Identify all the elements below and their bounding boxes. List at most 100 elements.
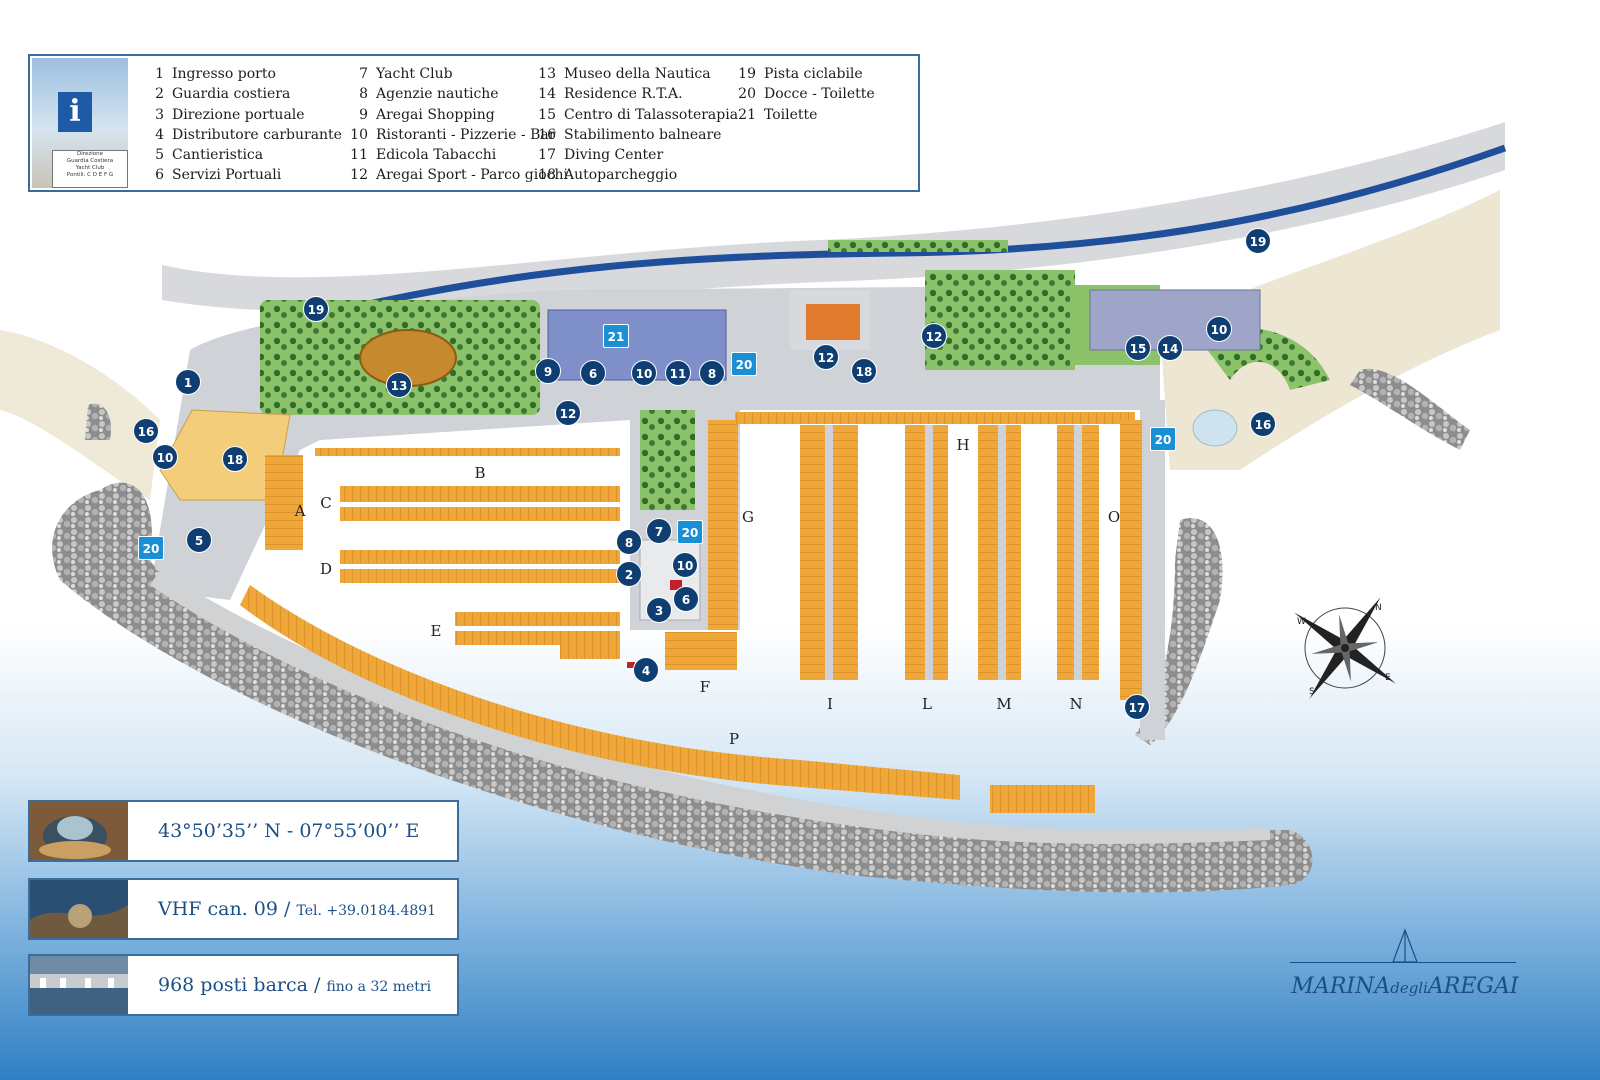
pier-m (978, 425, 1021, 680)
legend-item-number: 21 (738, 106, 756, 123)
compass-n: N (1375, 603, 1382, 613)
facility-marker[interactable]: 6 (673, 586, 699, 612)
legend-item-label: Ristoranti - Pizzerie - Bar (376, 126, 556, 143)
legend-item-number: 7 (359, 66, 368, 82)
facility-marker[interactable]: 14 (1157, 335, 1183, 361)
sign-line: Pontili: C D E F G (66, 172, 114, 178)
compass-s: S (1309, 687, 1315, 697)
facility-marker[interactable]: 19 (303, 296, 329, 322)
facility-marker[interactable]: 12 (555, 400, 581, 426)
facility-marker[interactable]: 5 (186, 527, 212, 553)
logo-part-degli: degli (1390, 979, 1428, 997)
pier-label-g: G (742, 508, 754, 526)
legend-item-label: Aregai Shopping (376, 106, 495, 123)
facility-marker-square[interactable]: 20 (1150, 427, 1176, 451)
marina-logo: MARINAdegliAREGAI (1290, 928, 1520, 1020)
legend-item-number: 11 (350, 147, 368, 164)
legend-item-label: Cantieristica (172, 147, 264, 164)
compass-photo (30, 802, 128, 860)
facility-marker[interactable]: 19 (1245, 228, 1271, 254)
vhf-bar: VHF can. 09 / Tel. +39.0184.4891 (28, 878, 459, 940)
facility-marker[interactable]: 10 (152, 444, 178, 470)
facility-marker-square[interactable]: 21 (603, 324, 629, 348)
service-point (670, 580, 682, 590)
facility-marker-square[interactable]: 20 (731, 352, 757, 376)
facility-marker[interactable]: 10 (1206, 316, 1232, 342)
facility-marker[interactable]: 9 (535, 358, 561, 384)
legend-item-label: Yacht Club (376, 66, 453, 82)
legend-item: 11 Edicola Tabacchi (340, 145, 568, 165)
legend-item-number: 15 (538, 106, 556, 123)
coordinates-text: 43°50’35’’ N - 07°55’00’’ E (158, 820, 420, 842)
pier-i (800, 425, 858, 680)
marina-photo (30, 956, 128, 1014)
facility-marker-square[interactable]: 20 (138, 536, 164, 560)
legend-item-label: Stabilimento balneare (564, 126, 722, 143)
facility-marker[interactable]: 18 (851, 358, 877, 384)
facility-marker[interactable]: 8 (699, 360, 725, 386)
pier-slips-p (240, 585, 960, 800)
legend-item-number: 19 (738, 66, 756, 82)
legend-item-label: Docce - Toilette (764, 86, 875, 103)
pier-label-l: L (922, 695, 932, 713)
facility-marker[interactable]: 16 (133, 418, 159, 444)
facility-marker[interactable]: 12 (921, 323, 947, 349)
legend-item-label: Museo della Nautica (564, 66, 711, 82)
vhf-channel: VHF can. 09 / (158, 898, 291, 920)
pier-slips-e3 (560, 645, 620, 659)
pier-label-i: I (827, 695, 833, 713)
east-quay (1140, 400, 1165, 740)
facility-marker[interactable]: 12 (813, 344, 839, 370)
compass-w: W (1297, 617, 1306, 627)
facility-marker[interactable]: 8 (616, 529, 642, 555)
beach-right (1160, 190, 1500, 470)
pier-slips-e (455, 612, 620, 626)
facility-marker[interactable]: 11 (665, 360, 691, 386)
facility-marker[interactable]: 15 (1125, 335, 1151, 361)
breakwater-road (150, 570, 1270, 844)
facility-marker[interactable]: 4 (633, 657, 659, 683)
legend-item-label: Agenzie nautiche (376, 86, 499, 103)
legend-item-label: Direzione portuale (172, 106, 305, 123)
legend-item: 16 Stabilimento balneare (530, 125, 738, 145)
facility-marker[interactable]: 16 (1250, 411, 1276, 437)
legend-item-label: Pista ciclabile (764, 66, 863, 82)
green-area (925, 270, 1075, 370)
facility-marker[interactable]: 10 (631, 360, 657, 386)
beach-left (0, 330, 160, 500)
rope-photo (30, 880, 128, 938)
facility-marker[interactable]: 10 (672, 552, 698, 578)
facility-marker[interactable]: 6 (580, 360, 606, 386)
legend-item-number: 20 (738, 86, 756, 103)
facility-marker[interactable]: 13 (386, 372, 412, 398)
legend-item: 7 Yacht Club (340, 64, 568, 84)
green-area (640, 410, 695, 510)
pier-label-m: M (996, 695, 1012, 713)
pier-label-c: C (320, 494, 332, 512)
tennis-court (806, 304, 860, 340)
facility-marker-square[interactable]: 20 (677, 520, 703, 544)
facility-marker[interactable]: 2 (616, 561, 642, 587)
pier-l (905, 425, 948, 680)
facility-marker[interactable]: 3 (646, 597, 672, 623)
facility-marker[interactable]: 1 (175, 369, 201, 395)
logo-rule (1290, 962, 1516, 963)
facility-marker[interactable]: 17 (1124, 694, 1150, 720)
legend-photo: i Direzione Guardia Costiera Yacht Club … (32, 58, 128, 188)
facility-marker[interactable]: 7 (646, 518, 672, 544)
facility-marker[interactable]: 18 (222, 446, 248, 472)
berths-bar: 968 posti barca / fino a 32 metri (28, 954, 459, 1016)
legend-item-number: 18 (538, 167, 556, 184)
legend-item-number: 1 (155, 66, 164, 82)
legend-item-number: 16 (538, 126, 556, 143)
legend-item-label: Ingresso porto (172, 66, 276, 82)
legend-item-label: Edicola Tabacchi (376, 147, 497, 164)
